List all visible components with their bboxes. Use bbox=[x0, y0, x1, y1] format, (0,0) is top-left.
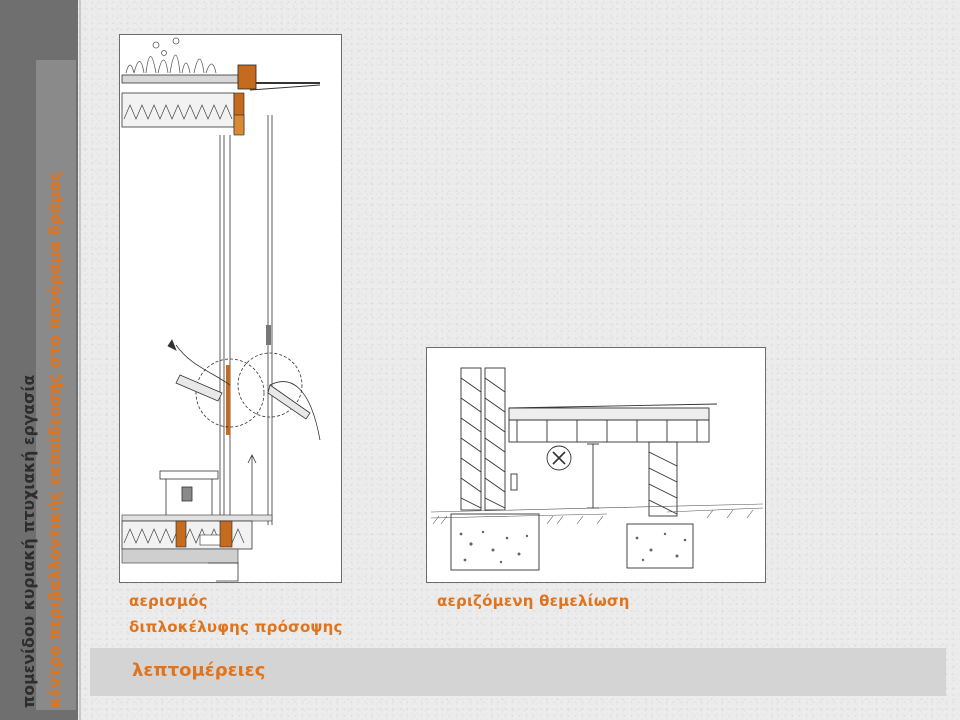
project-title: κέντρο περιβαλλοντικής εκπαίδευσης στο π… bbox=[46, 171, 64, 708]
sidebar-strip bbox=[36, 60, 76, 710]
ventilated-foundation-section-drawing-icon bbox=[430, 367, 764, 571]
foundation-drawing-panel bbox=[426, 347, 766, 583]
figure-caption-facade-line2: διπλοκέλυφης πρόσοψης bbox=[129, 618, 343, 636]
section-title: λεπτομέρειες bbox=[132, 660, 266, 681]
facade-drawing-panel bbox=[119, 34, 342, 583]
author-thesis-label: πομενίδου κυριακή πτυχιακή εργασία bbox=[20, 374, 38, 708]
figure-caption-facade-line1: αερισμός bbox=[129, 592, 208, 610]
sidebar bbox=[0, 0, 78, 720]
figure-caption-foundation: αεριζόμενη θεμελίωση bbox=[437, 592, 630, 610]
footer-bar: λεπτομέρειες bbox=[90, 648, 946, 696]
double-skin-facade-section-drawing-icon bbox=[121, 37, 321, 582]
divider bbox=[79, 0, 81, 720]
